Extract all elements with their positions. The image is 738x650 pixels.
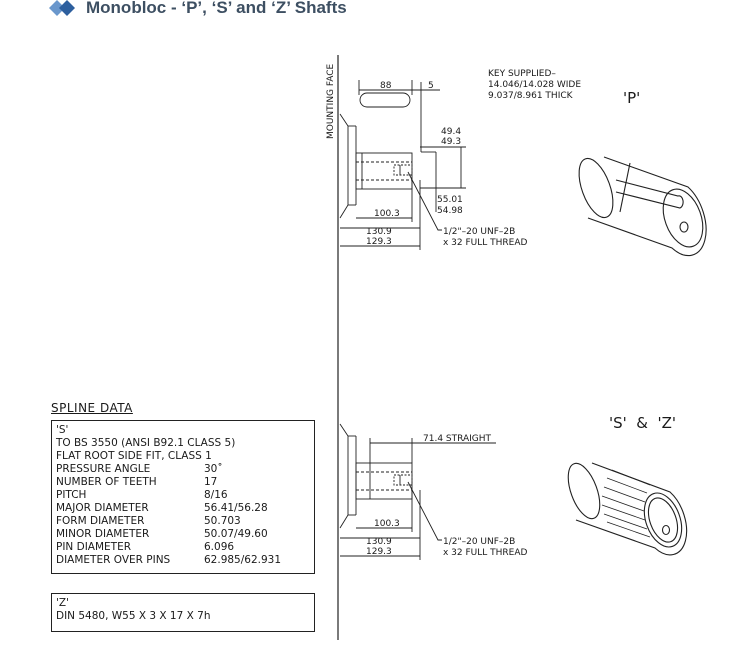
- s-label: 'S': [56, 424, 69, 436]
- row-value: 30˚: [204, 463, 223, 475]
- dim-5: 5: [428, 81, 434, 91]
- dim-129-3: 129.3: [366, 237, 392, 247]
- spline-z-table: 'Z' DIN 5480, W55 X 3 X 17 X 7h: [51, 593, 315, 632]
- mounting-face-label: MOUNTING FACE: [326, 63, 336, 139]
- key-note-1: KEY SUPPLIED–: [488, 69, 556, 79]
- row-value: 50.07/49.60: [204, 528, 268, 540]
- dim-88: 88: [380, 81, 392, 91]
- key-note-2: 14.046/14.028 WIDE: [488, 80, 581, 90]
- table-row: DIAMETER OVER PINS 62.985/62.931: [56, 554, 281, 567]
- dim-130-9-sz: 130.9: [366, 537, 392, 547]
- p-label: 'P': [623, 89, 640, 107]
- row-key: NUMBER OF TEETH: [56, 476, 157, 488]
- row-key: FORM DIAMETER: [56, 515, 145, 527]
- row-value: 17: [204, 476, 218, 488]
- key-note-3: 9.037/8.961 THICK: [488, 91, 574, 101]
- dim-49-3: 49.3: [441, 137, 461, 147]
- row-key: MINOR DIAMETER: [56, 528, 150, 540]
- page-title: Monobloc - ‘P’, ‘S’ and ‘Z’ Shafts: [86, 0, 347, 17]
- dim-100-3: 100.3: [374, 209, 400, 219]
- thread-spec-1: 1/2"–20 UNF–2B: [443, 227, 515, 237]
- z-standard: DIN 5480, W55 X 3 X 17 X 7h: [56, 610, 211, 622]
- spline-s-table: 'S' TO BS 3550 (ANSI B92.1 CLASS 5) FLAT…: [51, 420, 315, 574]
- diamond-logo-icon: [49, 0, 75, 16]
- sz-shaft-section: [339, 423, 496, 560]
- row-key: DIAMETER OVER PINS: [56, 554, 171, 566]
- s-fit: FLAT ROOT SIDE FIT, CLASS 1: [56, 450, 212, 462]
- row-value: 56.41/56.28: [204, 502, 268, 514]
- row-value: 6.096: [204, 541, 235, 553]
- table-row: FORM DIAMETER 50.703: [56, 515, 281, 528]
- thread-spec-sz-2: x 32 FULL THREAD: [443, 548, 528, 558]
- z-label: 'Z': [56, 597, 69, 609]
- row-key: PRESSURE ANGLE: [56, 463, 151, 475]
- dim-100-3-sz: 100.3: [374, 519, 400, 529]
- table-row: PIN DIAMETER 6.096: [56, 541, 281, 554]
- sz-label: 'S' & 'Z': [609, 414, 676, 432]
- table-row: NUMBER OF TEETH 17: [56, 476, 281, 489]
- row-key: PIN DIAMETER: [56, 541, 132, 553]
- p-shaft-isometric: [578, 156, 707, 257]
- dim-55-01: 55.01: [437, 195, 463, 205]
- table-row: MINOR DIAMETER 50.07/49.60: [56, 528, 281, 541]
- table-row: PITCH 8/16: [56, 489, 281, 502]
- p-shaft-section: [339, 80, 466, 250]
- row-value: 8/16: [204, 489, 228, 501]
- sz-shaft-isometric: [567, 462, 688, 556]
- thread-spec-sz-1: 1/2"–20 UNF–2B: [443, 537, 515, 547]
- dim-49-4: 49.4: [441, 127, 461, 137]
- thread-spec-2: x 32 FULL THREAD: [443, 238, 528, 248]
- page-header: Monobloc - ‘P’, ‘S’ and ‘Z’ Shafts: [48, 0, 347, 19]
- dim-130-9: 130.9: [366, 227, 392, 237]
- spline-data-title: SPLINE DATA: [51, 401, 133, 415]
- table-row: MAJOR DIAMETER 56.41/56.28: [56, 502, 281, 515]
- dim-71-4-straight: 71.4 STRAIGHT: [423, 434, 492, 444]
- table-row: PRESSURE ANGLE 30˚: [56, 463, 281, 476]
- row-value: 50.703: [204, 515, 241, 527]
- dim-129-3-sz: 129.3: [366, 547, 392, 557]
- row-value: 62.985/62.931: [204, 554, 282, 566]
- s-standard: TO BS 3550 (ANSI B92.1 CLASS 5): [56, 437, 236, 449]
- dim-54-98: 54.98: [437, 206, 463, 216]
- row-key: MAJOR DIAMETER: [56, 502, 149, 514]
- row-key: PITCH: [56, 489, 87, 501]
